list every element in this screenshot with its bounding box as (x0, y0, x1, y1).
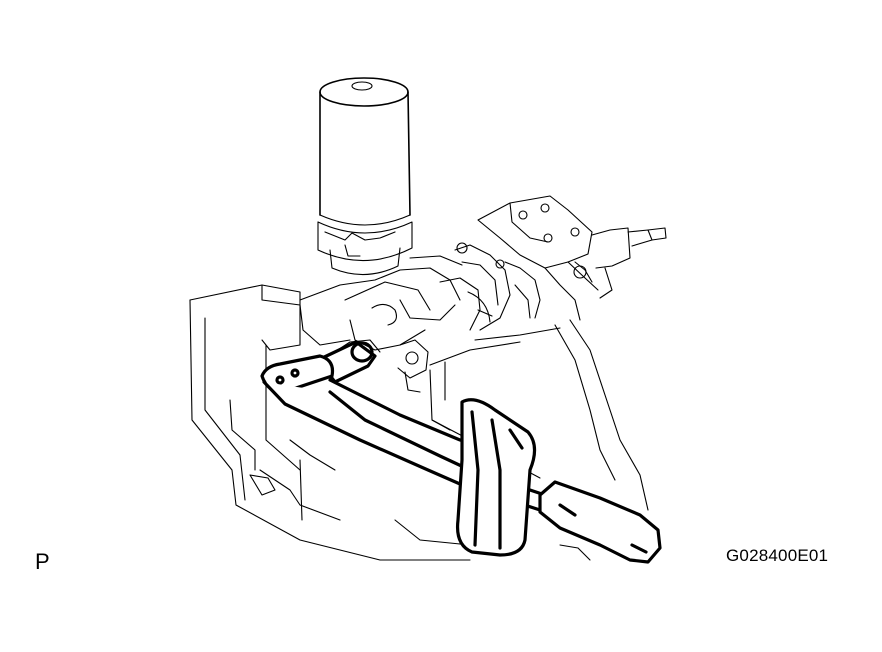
motor-cylinder (317, 77, 413, 276)
mounting-bracket (477, 195, 599, 321)
vise-body (189, 284, 649, 561)
wrench-tool (260, 340, 662, 564)
steering-shaft (573, 227, 667, 299)
figure-id-label: G028400E01 (726, 546, 829, 565)
column-wiring (454, 242, 541, 331)
corner-marker-label: P (35, 549, 50, 574)
gear-housing (299, 255, 481, 351)
